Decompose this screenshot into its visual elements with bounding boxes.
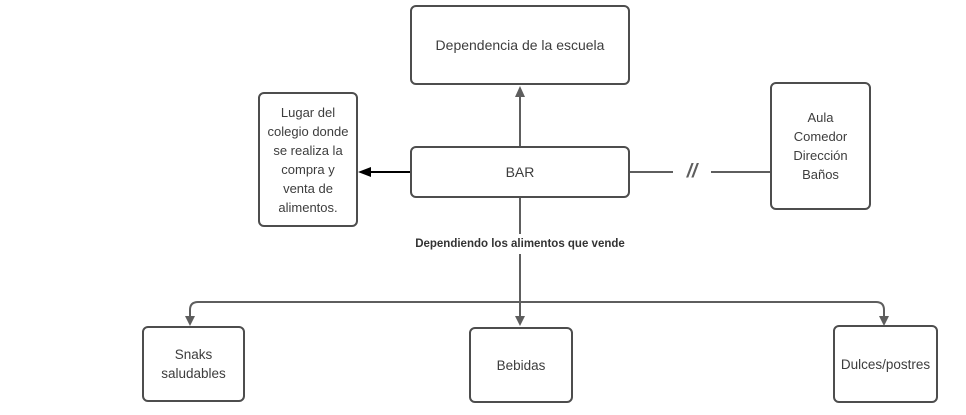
branch-condition-label: Dependiendo los alimentos que vende xyxy=(370,234,670,254)
connector-break-symbol: // xyxy=(674,158,710,186)
connector-bar-to-children xyxy=(185,198,889,326)
node-dependencia-de-la-escuela: Dependencia de la escuela xyxy=(410,5,630,85)
node-label: Dependencia de la escuela xyxy=(435,36,605,53)
node-lugar-del-colegio: Lugar del colegio donde se realiza la co… xyxy=(258,92,358,227)
node-label: Aula Comedor Dirección Baños xyxy=(793,110,848,182)
node-label: Snaks saludables xyxy=(161,347,226,381)
connector-bar-to-dependencia xyxy=(515,86,525,146)
node-label: Dulces/postres xyxy=(840,356,931,372)
node-aula-comedor-direccion-banos: Aula Comedor Dirección Baños xyxy=(770,82,871,210)
node-label: Bebidas xyxy=(496,357,546,373)
connector-bar-to-lugar xyxy=(358,167,410,177)
node-snaks-saludables: Snaks saludables xyxy=(142,326,245,402)
node-label: BAR xyxy=(505,163,535,180)
node-dulces-postres: Dulces/postres xyxy=(833,325,938,403)
node-bar: BAR xyxy=(410,146,630,198)
node-bebidas: Bebidas xyxy=(469,327,573,403)
node-label: Lugar del colegio donde se realiza la co… xyxy=(267,104,349,215)
